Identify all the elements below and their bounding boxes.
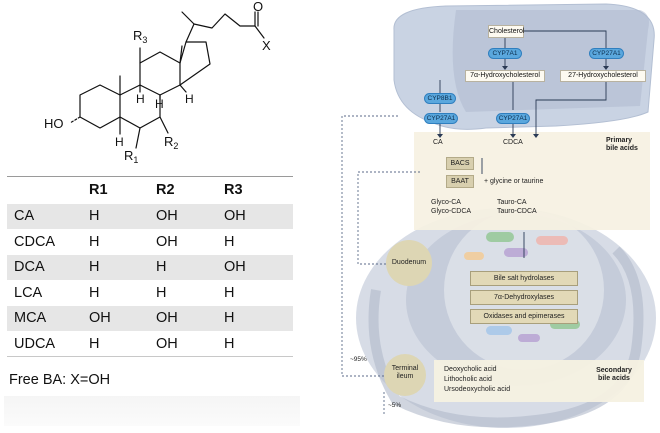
enzyme-cyp8b1: CYP8B1 xyxy=(424,93,456,104)
cell-bile-acid: MCA xyxy=(7,305,89,331)
column-header xyxy=(7,176,89,204)
oxidases-epimerases-bar: Oxidases and epimerases xyxy=(470,309,578,324)
terminal-ileum-circle: Terminal ileum xyxy=(384,354,426,396)
glyco-ca-label: Glyco-CA xyxy=(431,199,461,206)
cell-r2: H xyxy=(156,284,167,301)
cell-bile-acid: LCA xyxy=(14,284,43,301)
cell-bile-acid: CDCA xyxy=(14,233,56,250)
cholesterol-box: Cholesterol xyxy=(488,25,524,38)
cell-r3: H xyxy=(224,284,235,301)
ca-label: CA xyxy=(433,139,443,146)
cell-r1: H xyxy=(89,331,156,357)
table-row: LCA H H H xyxy=(7,280,293,306)
cell-r3: OH xyxy=(224,254,293,280)
column-header: R3 xyxy=(224,176,293,204)
bile-salt-hydrolases-bar: Bile salt hydrolases xyxy=(470,271,578,286)
duodenum-circle: Duodenum xyxy=(386,240,432,286)
h-label-8: H xyxy=(155,97,164,111)
cell-r1: H xyxy=(89,233,100,250)
enzyme-cyp7a1: CYP7A1 xyxy=(488,48,522,59)
table-row: MCA OH OH H xyxy=(7,305,293,331)
enzyme-cyp27a1-left: CYP27A1 xyxy=(424,113,458,124)
cell-r2: OH xyxy=(156,233,178,250)
conjugation-label: + glycine or taurine xyxy=(484,178,544,185)
lithocholic-label: Lithocholic acid xyxy=(444,376,492,383)
cell-r3: OH xyxy=(224,203,293,229)
h-label-5: H xyxy=(115,135,124,149)
ursodeoxycholic-label: Ursodeoxycholic acid xyxy=(444,386,511,393)
r3-label: R3 xyxy=(133,28,147,45)
dehydroxylases-bar: 7α-Dehydroxylases xyxy=(470,290,578,305)
pct-95-label: ~95% xyxy=(350,356,367,363)
substituent-table: R1 R2 R3 CA H OH OH CDCA H OH H DCA H H … xyxy=(7,176,293,357)
ho-label: HO xyxy=(44,116,64,131)
column-header: R1 xyxy=(89,176,156,204)
cell-r2: OH xyxy=(156,203,224,229)
table-header-row: R1 R2 R3 xyxy=(7,176,293,204)
steroid-skeleton: R3 R2 R1 O X HO H H H H xyxy=(44,0,271,165)
tauro-ca-label: Tauro-CA xyxy=(497,199,527,206)
cell-r2: H xyxy=(156,254,224,280)
column-header: R2 xyxy=(156,176,224,204)
pct-5-label: ~5% xyxy=(388,402,402,409)
r1-label: R1 xyxy=(124,148,138,165)
cell-r3: H xyxy=(224,331,293,357)
cell-r1: H xyxy=(89,284,100,301)
cell-r3: H xyxy=(224,233,235,250)
secondary-bile-acids-label: Secondary bile acids xyxy=(596,367,632,382)
h-label-14: H xyxy=(185,92,194,106)
enzyme-cyp27a1-top: CYP27A1 xyxy=(589,48,624,59)
cell-r3: H xyxy=(224,305,293,331)
cell-r1: OH xyxy=(89,305,156,331)
tauro-cdca-label: Tauro-CDCA xyxy=(497,208,537,215)
faded-footer-box xyxy=(4,396,300,426)
cdca-label: CDCA xyxy=(503,139,523,146)
table-row: UDCA H OH H xyxy=(7,331,293,357)
hydroxycholesterol-27-box: 27-Hydroxycholesterol xyxy=(560,70,646,82)
table-row: CA H OH OH xyxy=(7,203,293,229)
glyco-cdca-label: Glyco-CDCA xyxy=(431,208,472,215)
cell-r1: H xyxy=(89,254,156,280)
enzyme-cyp27a1-mid: CYP27A1 xyxy=(496,113,530,124)
hydroxycholesterol-7-box: 7α-Hydroxycholesterol xyxy=(465,70,545,82)
free-ba-note: Free BA: X=OH xyxy=(9,372,111,388)
carbonyl-o-label: O xyxy=(253,0,263,14)
primary-bile-acids-label: Primary bile acids xyxy=(606,137,638,152)
bacs-box: BACS xyxy=(446,157,474,170)
cell-bile-acid: CA xyxy=(7,203,89,229)
table-row: CDCA H OH H xyxy=(7,229,293,255)
table-row: DCA H H OH xyxy=(7,254,293,280)
cell-bile-acid: UDCA xyxy=(7,331,89,357)
h-label-9: H xyxy=(136,92,145,106)
cell-r1: H xyxy=(89,203,156,229)
bile-acid-pathway-figure: Cholesterol CYP7A1 CYP27A1 7α-Hydroxycho… xyxy=(336,0,660,433)
cell-r2: OH xyxy=(156,305,224,331)
deoxycholic-label: Deoxycholic acid xyxy=(444,366,497,373)
x-label: X xyxy=(262,38,271,53)
baat-box: BAAT xyxy=(446,175,474,188)
r2-label: R2 xyxy=(164,134,178,151)
cell-bile-acid: DCA xyxy=(7,254,89,280)
bile-acid-structure: R3 R2 R1 O X HO H H H H xyxy=(0,0,330,175)
cell-r2: OH xyxy=(156,331,224,357)
